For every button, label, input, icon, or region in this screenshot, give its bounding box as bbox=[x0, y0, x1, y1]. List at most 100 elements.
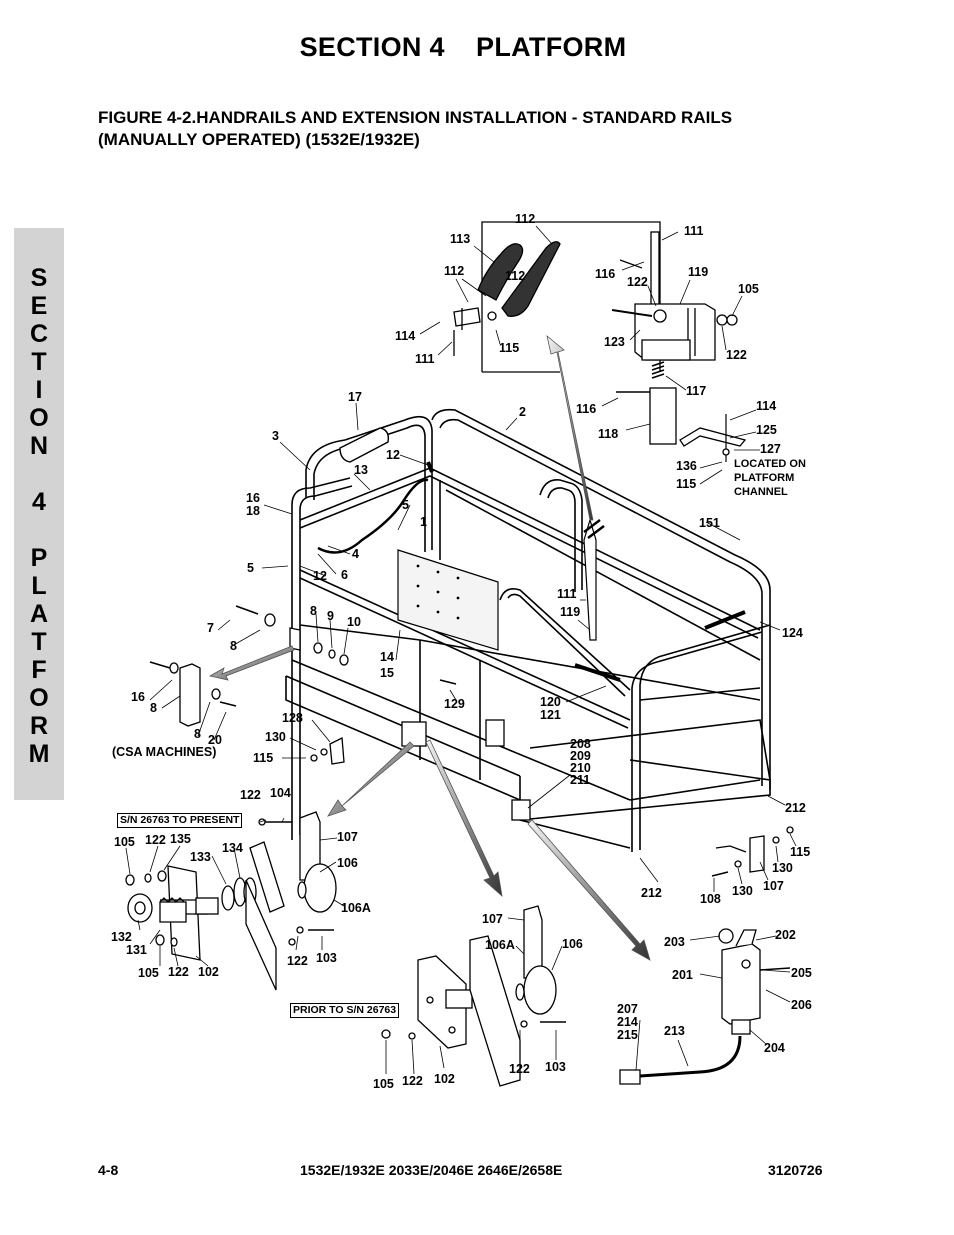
callout: 113 bbox=[450, 232, 470, 246]
lever-111 bbox=[583, 517, 597, 641]
callout: 107 bbox=[337, 830, 358, 844]
callout: 210 bbox=[570, 761, 591, 775]
motor-housing bbox=[485, 719, 505, 747]
note-prior-sn: PRIOR TO S/N 26763 bbox=[290, 1003, 400, 1018]
lever-handle bbox=[583, 519, 605, 539]
leader-lines bbox=[125, 225, 797, 1075]
cable-13 bbox=[317, 478, 429, 554]
callout: 20 bbox=[208, 733, 222, 747]
callout: 105 bbox=[373, 1077, 394, 1091]
callout: 118 bbox=[598, 427, 618, 441]
callout-labels: 112 113 112 112 111 116 122 119 105 114 … bbox=[111, 212, 812, 1091]
callout: 209 bbox=[570, 749, 591, 763]
figure-title: FIGURE 4-2.HANDRAILS AND EXTENSION INSTA… bbox=[98, 107, 858, 151]
callout: 122 bbox=[168, 965, 189, 979]
callout: 151 bbox=[699, 516, 720, 530]
side-tab-letter: E bbox=[30, 292, 48, 320]
callout: 136 bbox=[676, 459, 697, 473]
callout: 131 bbox=[126, 943, 147, 957]
callout: 107 bbox=[482, 912, 503, 926]
callout: 108 bbox=[700, 892, 721, 906]
callout: 115 bbox=[676, 477, 696, 491]
side-tab-letter: I bbox=[35, 376, 43, 404]
callout: 104 bbox=[270, 786, 291, 800]
callout: 8 bbox=[310, 604, 317, 618]
figure-title-line1: FIGURE 4-2.HANDRAILS AND EXTENSION INSTA… bbox=[98, 108, 733, 127]
callout: 106A bbox=[341, 901, 371, 915]
callout: 122 bbox=[287, 954, 308, 968]
callout: 122 bbox=[240, 788, 261, 802]
callout: 119 bbox=[688, 265, 708, 279]
callout: 124 bbox=[782, 626, 803, 640]
side-tab-letter: O bbox=[29, 404, 49, 432]
callout: 212 bbox=[785, 801, 806, 815]
callout: 15 bbox=[380, 666, 394, 680]
callout: 103 bbox=[545, 1060, 566, 1074]
callout: 202 bbox=[775, 928, 796, 942]
callout: 115 bbox=[499, 341, 519, 355]
note-sn-present: S/N 26763 TO PRESENT bbox=[117, 813, 243, 828]
side-tab-letter: M bbox=[28, 740, 50, 768]
callout: 106 bbox=[562, 937, 583, 951]
callout: 121 bbox=[540, 708, 561, 722]
callout: 212 bbox=[641, 886, 662, 900]
callout: 8 bbox=[230, 639, 237, 653]
callout: 203 bbox=[664, 935, 685, 949]
callout: 134 bbox=[222, 841, 243, 855]
callout: 16 bbox=[246, 491, 260, 505]
callout: 114 bbox=[395, 329, 415, 343]
side-tab-letter: T bbox=[31, 628, 47, 656]
side-tab-letter: O bbox=[29, 684, 49, 712]
rail-stripes bbox=[426, 461, 746, 682]
grip-17 bbox=[339, 427, 390, 463]
section-title: SECTION 4 PLATFORM bbox=[299, 32, 627, 62]
callout: 111 bbox=[557, 587, 577, 601]
explode-arrows bbox=[208, 334, 651, 961]
callout: 102 bbox=[434, 1072, 455, 1086]
callout: 204 bbox=[764, 1041, 785, 1055]
top-latch-detail bbox=[453, 221, 747, 462]
footer-doc-number: 3120726 bbox=[768, 1162, 823, 1178]
callout: 114 bbox=[756, 399, 776, 413]
side-tab-letter: F bbox=[31, 656, 47, 684]
callout: 16 bbox=[131, 690, 145, 704]
callout: 112 bbox=[515, 212, 535, 226]
callout: 111 bbox=[684, 224, 704, 238]
note-line: LOCATED ON bbox=[734, 458, 806, 470]
callout: 10 bbox=[347, 615, 361, 629]
callout: 206 bbox=[791, 998, 812, 1012]
callout: 14 bbox=[380, 650, 394, 664]
side-tab-letter: N bbox=[29, 432, 49, 460]
callout: 116 bbox=[595, 267, 615, 281]
callout: 4 bbox=[352, 547, 359, 561]
callout: 125 bbox=[756, 423, 777, 437]
callout: 130 bbox=[265, 730, 286, 744]
side-tab-letter: R bbox=[29, 712, 49, 740]
bracket-box bbox=[401, 721, 427, 747]
callout: 132 bbox=[111, 930, 132, 944]
callout: 111 bbox=[415, 352, 435, 366]
note-line: CHANNEL bbox=[734, 486, 788, 498]
callout: 1 bbox=[420, 515, 427, 529]
callout: 208 bbox=[570, 737, 591, 751]
callout: 214 bbox=[617, 1015, 638, 1029]
side-tab-letter: A bbox=[29, 600, 49, 628]
callout: 5 bbox=[247, 561, 254, 575]
callout: 6 bbox=[341, 568, 348, 582]
callout: 18 bbox=[246, 504, 260, 518]
gate-panel bbox=[397, 549, 499, 651]
callout: 5 bbox=[402, 498, 409, 512]
callout: 13 bbox=[354, 463, 368, 477]
callout: 115 bbox=[253, 751, 273, 765]
callout: 201 bbox=[672, 968, 693, 982]
note-located-on-channel: LOCATED ON PLATFORM CHANNEL bbox=[734, 457, 806, 499]
callout: 107 bbox=[763, 879, 784, 893]
switch-box bbox=[511, 799, 531, 821]
footer-page-number: 4-8 bbox=[98, 1162, 119, 1178]
callout: 3 bbox=[272, 429, 279, 443]
side-tab-letter: P bbox=[30, 544, 48, 572]
callout: 115 bbox=[790, 845, 810, 859]
callout: 8 bbox=[150, 701, 157, 715]
callout: 130 bbox=[772, 861, 793, 875]
callout: 122 bbox=[627, 275, 648, 289]
